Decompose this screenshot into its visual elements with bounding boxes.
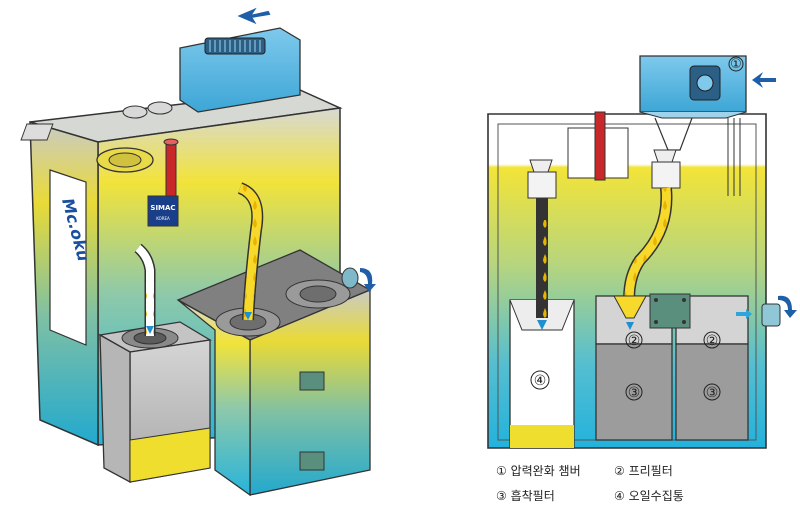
legend-item-2: ② 프리필터 (614, 464, 673, 478)
marker-3a: ③ (628, 385, 641, 401)
clamp-plate-2 (299, 451, 325, 471)
legend-item-1: ① 압력완화 챔버 (496, 464, 581, 478)
outlet-arrow-inner (736, 309, 752, 319)
marker-4: ④ (534, 373, 547, 389)
inlet-arrow-right (752, 72, 776, 88)
brand-logo-box (147, 195, 179, 227)
down-arrow-right-1 (537, 320, 547, 330)
marker-1: ① (730, 57, 742, 72)
marker-3a-circle (625, 383, 643, 401)
clamp-plate-1 (299, 371, 325, 391)
left-illustration: Mc.oku SIMAC KOREA (20, 7, 376, 497)
red-pipe-right (594, 111, 606, 181)
marker-3b-circle (703, 383, 721, 401)
marker-3b: ③ (706, 385, 719, 401)
right-cross-section: ① ④ ② ② ③ ③ (487, 55, 797, 449)
filter-block-2 (675, 295, 749, 441)
top-round-ports (122, 105, 148, 119)
legend-item-4: ④ 오일수집통 (614, 489, 684, 503)
marker-4-circle (530, 370, 550, 390)
marker-1-circle (728, 56, 744, 72)
outlet-port-right (761, 303, 781, 327)
collection-box-side (99, 333, 131, 484)
red-pipe-left (165, 141, 177, 198)
marker-2a: ② (628, 333, 641, 349)
down-arrow-filter (244, 312, 252, 320)
marker-2b-circle (703, 331, 721, 349)
outlet-arrow-left (360, 268, 376, 292)
side-label-panel (49, 169, 87, 346)
brand-logo-subtext: KOREA (156, 216, 170, 221)
brand-logo-text: SIMAC (150, 204, 175, 212)
legend-item-3: ③ 흡착필터 (496, 489, 555, 503)
outlet-arrow-right (778, 295, 797, 318)
outlet-port-left (341, 267, 359, 289)
down-arrow-collection (146, 326, 154, 334)
inlet-arrow-left (237, 7, 271, 25)
marker-2a-circle (625, 331, 643, 349)
top-square-port (20, 123, 54, 141)
down-arrow-right-2 (626, 322, 634, 330)
marker-2b: ② (706, 333, 719, 349)
